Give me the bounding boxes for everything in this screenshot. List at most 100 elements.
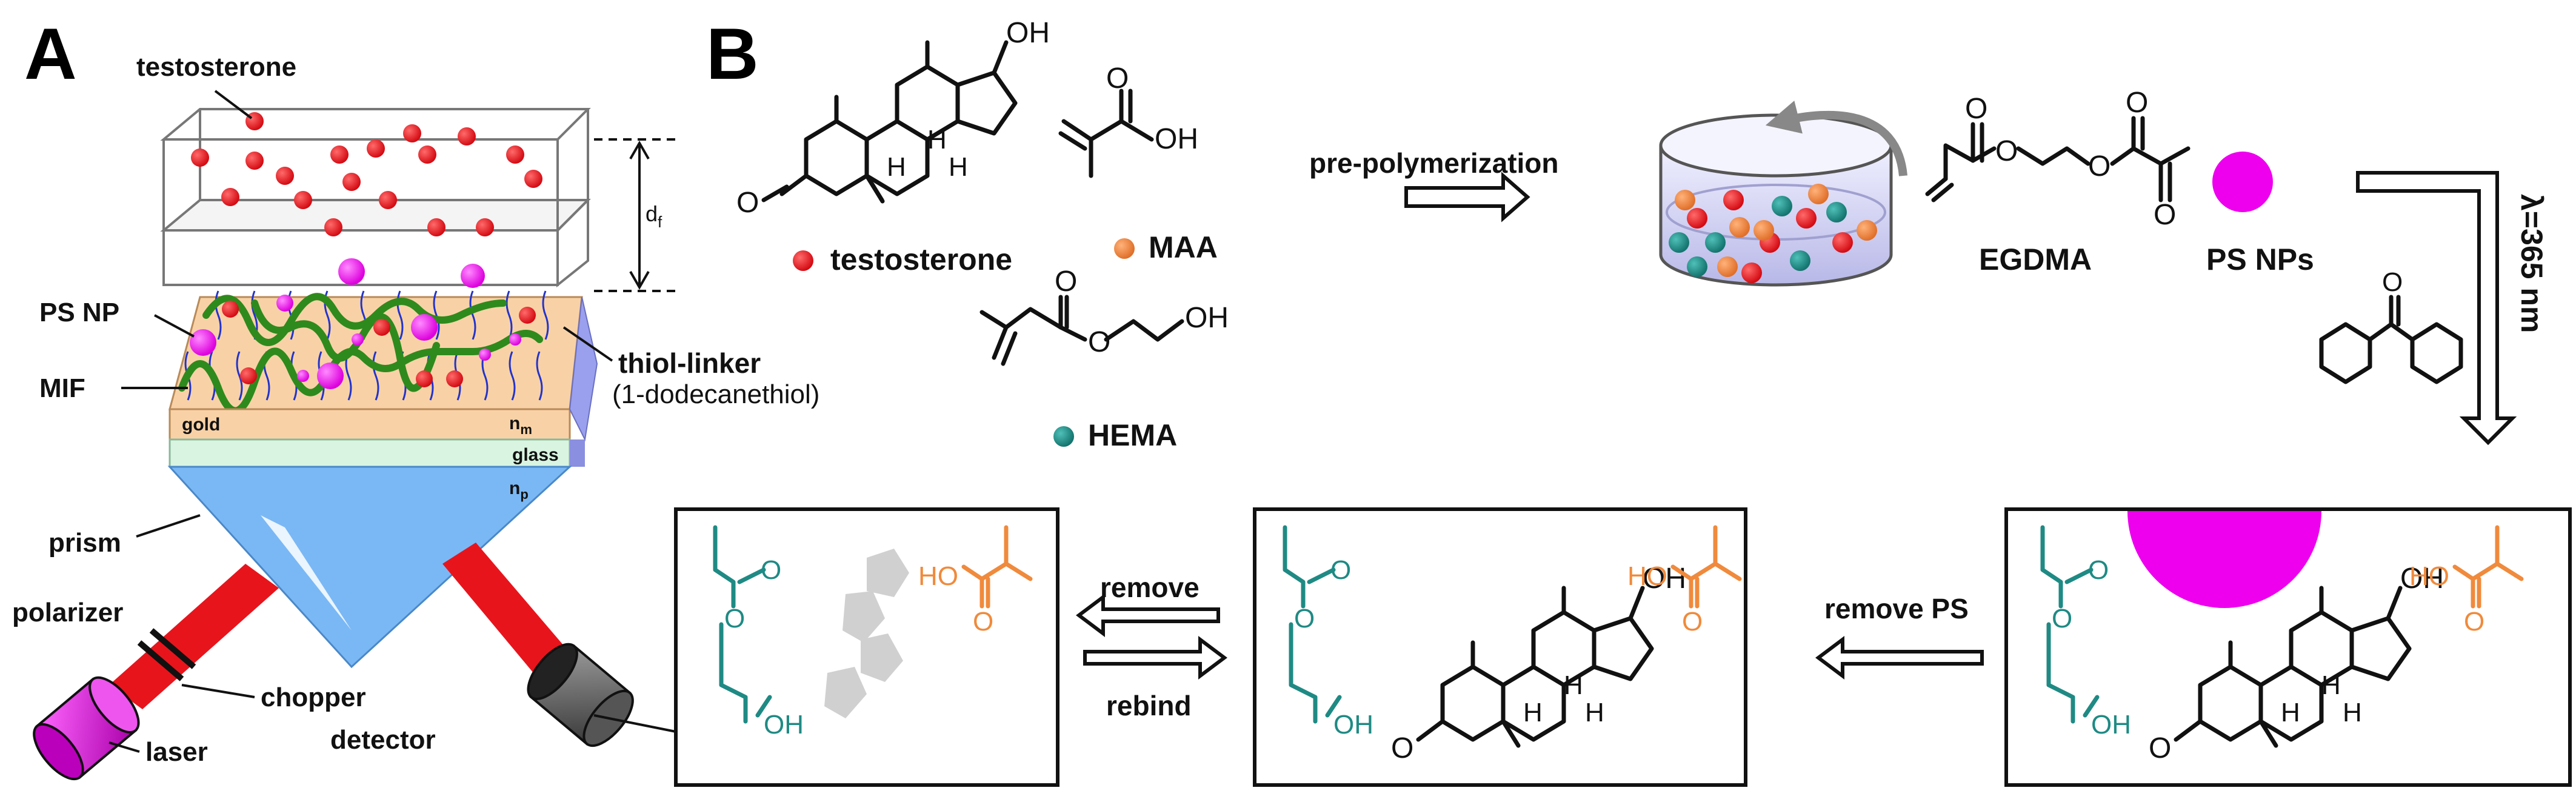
svg-text:OH: OH (1185, 302, 1229, 334)
chopper-label: chopper (261, 683, 366, 712)
svg-text:H: H (2321, 670, 2341, 700)
svg-text:O: O (973, 607, 993, 637)
maa-dot (1114, 238, 1135, 259)
detector-device (527, 643, 634, 747)
pre-polymerization-arrow (1404, 172, 1530, 222)
laser-label: laser (145, 737, 208, 767)
glass-label: glass (512, 445, 559, 465)
svg-text:HO: HO (2409, 561, 2449, 591)
remove-ps-label: remove PS (1824, 593, 1969, 624)
svg-text:OH: OH (1643, 563, 1686, 595)
testosterone-molecules (191, 112, 542, 236)
panel-b: B O OH H H H O OH (674, 13, 2572, 787)
svg-text:H: H (927, 125, 947, 155)
testosterone-label-a: testosterone (136, 52, 296, 82)
polarizer (137, 628, 196, 681)
ps-nps-label: PS NPs (2206, 242, 2314, 276)
polarizer-label: polarizer (12, 598, 123, 627)
reaction-beaker (1659, 101, 1907, 287)
svg-text:O: O (2088, 150, 2111, 182)
maa-fragment-1: HO O (918, 525, 1033, 637)
detector-label: detector (330, 725, 436, 755)
svg-text:O: O (1055, 266, 1077, 298)
svg-text:O: O (724, 604, 745, 633)
testosterone-structure: O OH H H H (736, 17, 1050, 219)
svg-text:HO: HO (918, 561, 958, 591)
rebind-label: rebind (1106, 690, 1192, 721)
svg-text:OH: OH (1155, 123, 1198, 155)
df-label: df (646, 201, 662, 231)
lambda-label: λ=365 nm (2515, 194, 2549, 333)
gold-label: gold (182, 415, 220, 435)
prism-highlight (261, 515, 352, 630)
svg-text:O: O (1294, 604, 1315, 633)
svg-text:O: O (1088, 326, 1110, 358)
gold-side (569, 296, 598, 442)
egdma-label: EGDMA (1979, 242, 2092, 276)
remove-ps-arrow (1815, 636, 1984, 680)
testosterone-dot (793, 250, 813, 271)
svg-text:H: H (1564, 670, 1583, 700)
maa-fragment-2: HO O (1627, 525, 1742, 637)
remove-arrow (1076, 593, 1220, 637)
laser-device (33, 676, 140, 781)
nm-label: nm (509, 413, 532, 437)
svg-text:O: O (2154, 199, 2176, 231)
svg-text:H: H (2343, 698, 2362, 727)
panel-a-label: A (24, 13, 77, 95)
benzophenone-structure: O (2319, 267, 2463, 384)
glass-layer (169, 438, 571, 468)
box-bound-testosterone (1253, 507, 1747, 787)
ps-np-particle (2212, 152, 2273, 212)
maa-fragment-3: HO O (2409, 525, 2524, 637)
mif-label: MIF (39, 373, 85, 403)
ps-np-label: PS NP (39, 298, 119, 327)
maa-label: MAA (1149, 230, 1218, 264)
cavity-ghost (824, 549, 909, 718)
svg-text:O: O (1330, 555, 1351, 585)
rebind-arrow (1083, 636, 1227, 680)
svg-text:OH: OH (2400, 563, 2444, 595)
svg-text:O: O (2088, 555, 2109, 585)
svg-text:H: H (887, 152, 906, 182)
testosterone-bound-2: O OH H H H (1391, 563, 1686, 764)
svg-text:O: O (2464, 607, 2484, 637)
svg-text:OH: OH (764, 710, 804, 740)
svg-text:OH: OH (1333, 710, 1373, 740)
svg-text:O: O (2052, 604, 2072, 633)
svg-text:O: O (761, 555, 781, 585)
svg-text:O: O (1995, 135, 2018, 167)
incident-beam (109, 564, 279, 709)
svg-text:H: H (1585, 698, 1604, 727)
svg-text:O: O (1391, 732, 1413, 764)
thiol-linker-sub-label: (1-dodecanethiol) (612, 379, 819, 409)
svg-text:O: O (1965, 93, 1987, 125)
svg-text:H: H (949, 152, 968, 182)
glass-side (570, 439, 585, 467)
hema-fragment-2: O O OH (1283, 525, 1373, 740)
hema-fragment-3: O O OH (2040, 525, 2131, 740)
thiol-linker-label: thiol-linker (618, 347, 761, 379)
panel-b-label: B (706, 13, 759, 95)
svg-text:H: H (2281, 698, 2300, 727)
panel-a: A df (12, 13, 819, 781)
egdma-structure: O O O O O (1925, 87, 2191, 231)
hema-label: HEMA (1088, 418, 1177, 452)
svg-text:OH: OH (2091, 710, 2131, 740)
maa-structure: O OH (1058, 62, 1198, 178)
prism-label: prism (48, 528, 121, 558)
hema-structure: O O OH (979, 266, 1229, 366)
svg-text:O: O (1106, 62, 1129, 95)
svg-text:O: O (736, 187, 759, 219)
df-dimension: df (594, 138, 679, 292)
np-label: np (509, 478, 529, 502)
ps-np-in-box (2127, 511, 2321, 608)
pre-polymerization-label: pre-polymerization (1309, 147, 1559, 179)
svg-text:O: O (1682, 607, 1703, 637)
remove-label: remove (1100, 572, 1200, 603)
leader-lines (108, 90, 686, 753)
svg-text:HO: HO (1627, 561, 1667, 591)
hema-fragment-1: O O OH (713, 525, 804, 740)
mif-layer (169, 258, 583, 415)
